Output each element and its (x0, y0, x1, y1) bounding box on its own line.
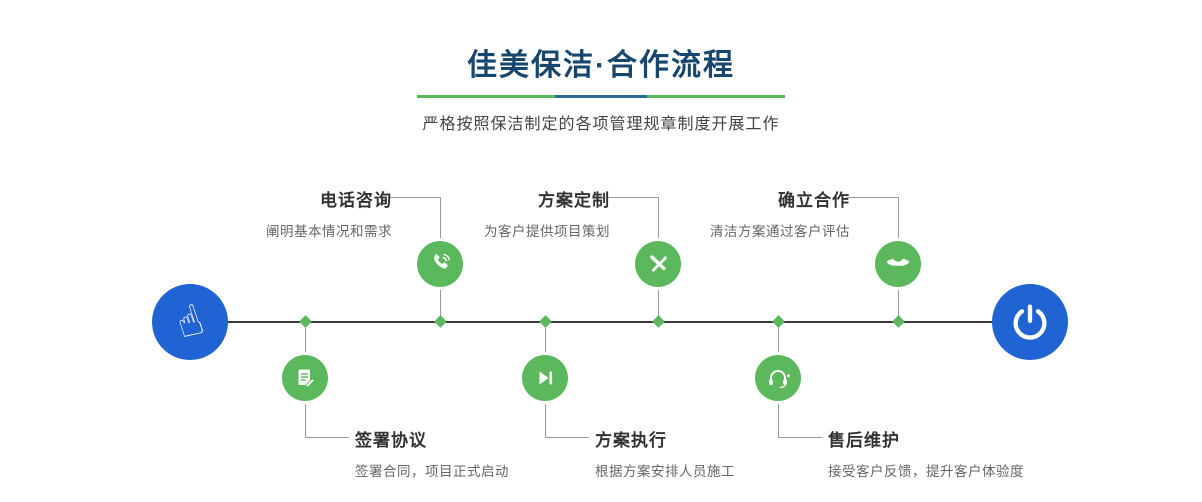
step-label-execute: 方案执行 根据方案安排人员施工 (595, 426, 865, 480)
connector-line (545, 437, 589, 438)
step-title: 方案定制 (538, 191, 610, 210)
connector-line (388, 197, 440, 198)
timeline-diamond (892, 315, 905, 328)
step-node-aftersales (755, 355, 801, 401)
timeline-diamond (434, 315, 447, 328)
connector-line (846, 197, 898, 198)
pointing-hand-icon: ☝ (170, 294, 210, 349)
step-label-phone: 电话咨询 阐明基本情况和需求 (172, 186, 392, 240)
headset-icon (769, 370, 791, 389)
handshake-icon (886, 258, 910, 267)
timeline-diamond (772, 315, 785, 328)
step-desc: 根据方案安排人员施工 (595, 464, 735, 479)
step-title: 签署协议 (355, 431, 427, 450)
page-title: 佳美保洁·合作流程 (467, 49, 735, 82)
step-title: 方案执行 (595, 431, 667, 450)
page-subtitle: 严格按照保洁制定的各项管理规章制度开展工作 (422, 116, 780, 133)
underline-green-right (647, 95, 785, 98)
step-node-execute (522, 355, 568, 401)
step-label-cooperation: 确立合作 清洁方案通过客户评估 (630, 186, 850, 240)
step-desc: 签署合同，项目正式启动 (355, 464, 509, 479)
step-label-design: 方案定制 为客户提供项目策划 (390, 186, 610, 240)
step-title: 电话咨询 (320, 191, 392, 210)
start-node: ☝ (152, 284, 228, 360)
timeline-diamond (652, 315, 665, 328)
title-underline (417, 95, 785, 98)
phone-icon (434, 253, 451, 269)
timeline-line (190, 321, 1030, 323)
power-icon (1013, 304, 1047, 340)
step-node-cooperation (875, 241, 921, 287)
step-node-design (635, 241, 681, 287)
connector-line (778, 437, 822, 438)
step-label-aftersales: 售后维护 接受客户反馈，提升客户体验度 (828, 426, 1098, 480)
step-label-contract: 签署协议 签署合同，项目正式启动 (355, 426, 625, 480)
step-title: 售后维护 (828, 431, 900, 450)
step-desc: 阐明基本情况和需求 (266, 224, 392, 239)
timeline-diamond (539, 315, 552, 328)
contract-icon (298, 369, 316, 388)
connector-line (606, 197, 658, 198)
end-node (992, 284, 1068, 360)
step-desc: 清洁方案通过客户评估 (710, 224, 850, 239)
step-node-phone (417, 241, 463, 287)
step-node-contract (282, 355, 328, 401)
connector-line (305, 437, 349, 438)
underline-blue-center (555, 95, 647, 98)
design-pen-icon (650, 255, 667, 272)
execute-icon (539, 371, 553, 385)
step-title: 确立合作 (778, 191, 850, 210)
timeline-diamond (299, 315, 312, 328)
step-desc: 接受客户反馈，提升客户体验度 (828, 464, 1024, 479)
underline-green-left (417, 95, 555, 98)
step-desc: 为客户提供项目策划 (484, 224, 610, 239)
